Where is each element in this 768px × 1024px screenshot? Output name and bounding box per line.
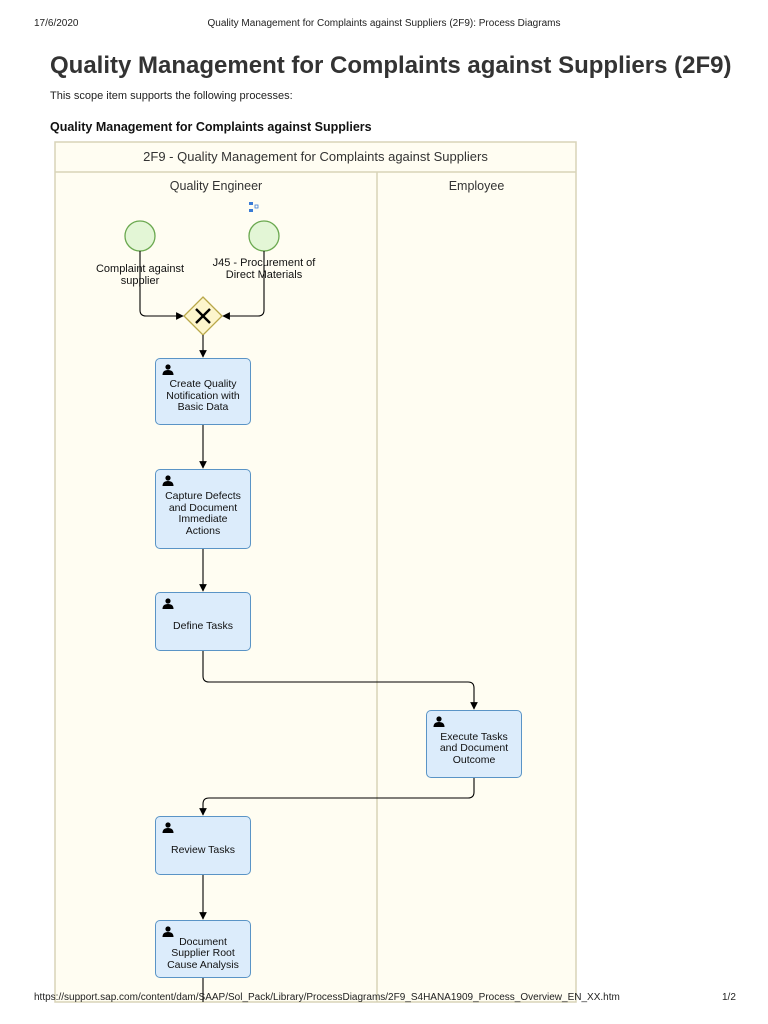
user-icon bbox=[162, 475, 174, 486]
task-define-tasks[interactable]: Define Tasks bbox=[155, 592, 251, 651]
task-label: Execute Tasks and Document Outcome bbox=[439, 730, 509, 766]
event-label-j45: J45 - Procurement of Direct Materials bbox=[212, 257, 316, 281]
exclusive-gateway bbox=[183, 296, 223, 336]
lane-title-quality-engineer: Quality Engineer bbox=[169, 179, 263, 193]
flow-execute-to-review bbox=[199, 778, 475, 816]
start-event-j45 bbox=[248, 220, 280, 252]
print-footer-url: https://support.sap.com/content/dam/SAAP… bbox=[34, 992, 620, 1003]
task-label: Create Quality Notification with Basic D… bbox=[166, 378, 240, 414]
print-date: 17/6/2020 bbox=[34, 18, 79, 29]
pool-frame bbox=[54, 141, 577, 1003]
task-label: Document Supplier Root Cause Analysis bbox=[167, 935, 239, 971]
process-link-icon bbox=[249, 202, 259, 212]
task-review-tasks[interactable]: Review Tasks bbox=[155, 816, 251, 875]
task-create-quality-notification[interactable]: Create Quality Notification with Basic D… bbox=[155, 358, 251, 425]
process-subheading: Quality Management for Complaints agains… bbox=[50, 120, 372, 134]
print-header-title: Quality Management for Complaints agains… bbox=[207, 18, 561, 29]
user-icon bbox=[162, 822, 174, 833]
page-number: 1/2 bbox=[722, 992, 736, 1003]
user-icon bbox=[162, 598, 174, 609]
user-icon bbox=[162, 364, 174, 375]
task-label: Review Tasks bbox=[171, 843, 235, 856]
user-icon bbox=[162, 926, 174, 937]
task-capture-defects[interactable]: Capture Defects and Document Immediate A… bbox=[155, 469, 251, 549]
task-document-root-cause[interactable]: Document Supplier Root Cause Analysis bbox=[155, 920, 251, 978]
lane-title-employee: Employee bbox=[448, 179, 505, 193]
pool-title: 2F9 - Quality Management for Complaints … bbox=[143, 149, 488, 164]
task-label: Define Tasks bbox=[173, 619, 233, 632]
flow-complaint-to-gateway bbox=[139, 251, 184, 320]
user-icon bbox=[433, 716, 445, 727]
event-label-complaint: Complaint against supplier bbox=[95, 263, 185, 287]
task-label: Capture Defects and Document Immediate A… bbox=[165, 490, 241, 537]
flow-j45-to-gateway bbox=[222, 251, 265, 320]
page-title: Quality Management for Complaints agains… bbox=[50, 52, 732, 79]
task-execute-tasks[interactable]: Execute Tasks and Document Outcome bbox=[426, 710, 522, 778]
intro-text: This scope item supports the following p… bbox=[50, 90, 293, 102]
start-event-complaint bbox=[124, 220, 156, 252]
flow-define-to-execute bbox=[202, 651, 478, 710]
